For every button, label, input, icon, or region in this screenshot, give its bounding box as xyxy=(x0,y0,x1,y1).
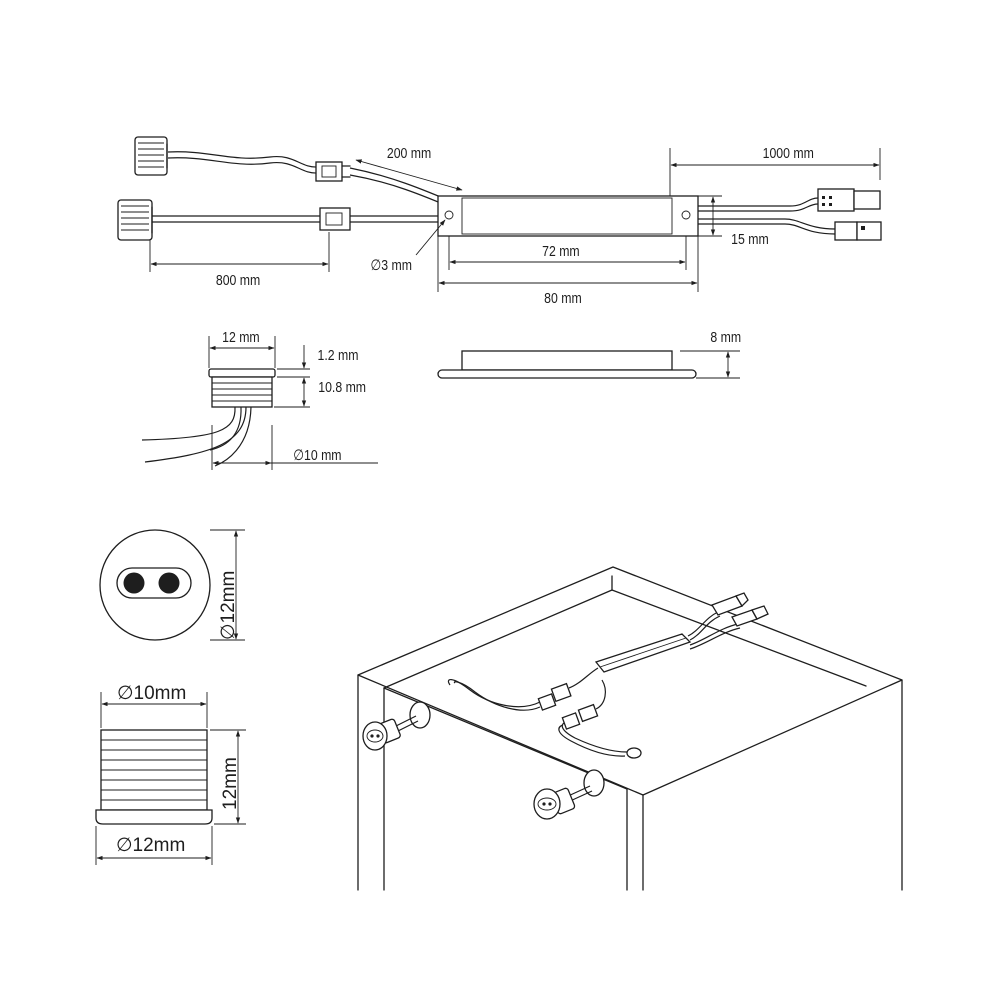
dim-80mm-label: 80 mm xyxy=(544,290,582,306)
output-connector-female xyxy=(834,221,882,241)
sensor-side-view: ∅10mm 12mm ∅12mm xyxy=(95,683,246,865)
wiring-overview: 200 mm 1000 mm 800 mm ∅3 mm 72 mm 80 mm … xyxy=(117,136,882,306)
dim-body-10-8mm-label: 10.8 mm xyxy=(318,379,366,395)
dim-side-bottom-dia-12mm-label: ∅12mm xyxy=(116,835,185,856)
installed-driver xyxy=(594,633,692,673)
output-connector-male xyxy=(817,188,881,212)
dim-1000mm-label: 1000 mm xyxy=(763,145,814,161)
dim-800mm-label: 800 mm xyxy=(216,272,260,288)
upper-connector xyxy=(315,161,351,182)
dim-height-8mm-label: 8 mm xyxy=(710,329,741,345)
dim-sensor-12mm-label: 12 mm xyxy=(222,329,260,345)
lower-sensor-head xyxy=(117,199,153,241)
dim-15mm-label: 15 mm xyxy=(731,231,769,247)
dim-side-top-dia-10mm-label: ∅10mm xyxy=(117,683,186,704)
driver-profile-view: 8 mm xyxy=(437,329,741,379)
driver-module xyxy=(437,195,699,237)
upper-sensor-head xyxy=(134,136,168,176)
dim-side-height-12mm-label: 12mm xyxy=(220,757,241,810)
installed-sensor-lower xyxy=(533,785,593,820)
installed-sensor-upper xyxy=(362,715,419,751)
installed-output-connectors xyxy=(711,592,769,627)
dim-front-dia-12mm-label: ∅12mm xyxy=(218,571,239,640)
cabinet-installation-illustration xyxy=(357,566,903,891)
sensor-front-view: ∅12mm xyxy=(99,529,245,641)
dim-flange-1-2mm-label: 1.2 mm xyxy=(317,347,358,363)
dim-72mm-label: 72 mm xyxy=(542,243,580,259)
dim-hole-3mm-label: ∅3 mm xyxy=(371,257,412,273)
dim-sensor-dia-10mm-label: ∅10 mm xyxy=(293,447,341,463)
dim-200mm-label: 200 mm xyxy=(387,145,431,161)
lower-connector xyxy=(319,207,351,231)
sensor-profile-view: 12 mm 1.2 mm 10.8 mm ∅10 mm xyxy=(141,329,378,470)
